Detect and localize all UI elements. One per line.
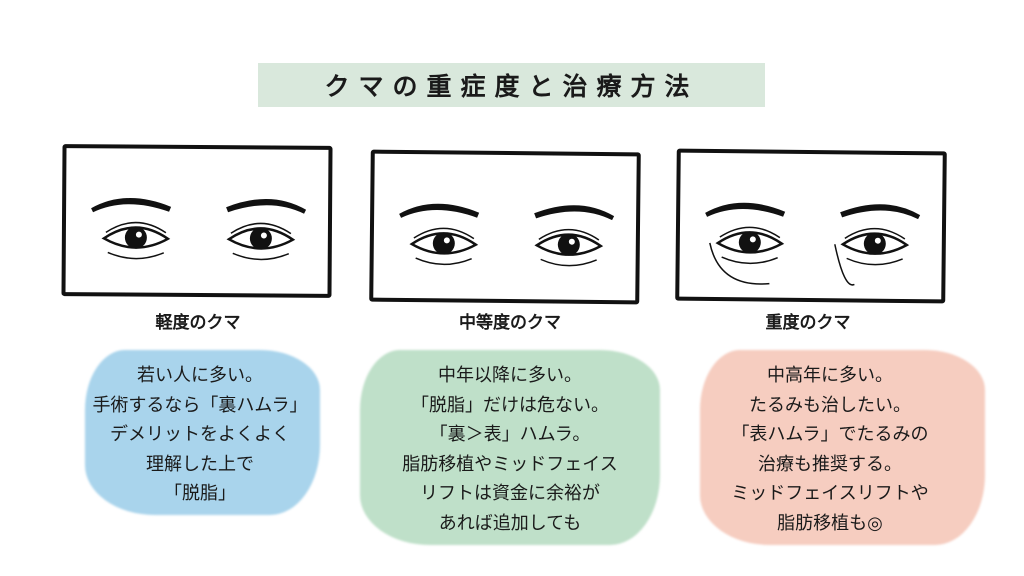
text-line: 「脱脂」 [164, 483, 236, 504]
mild-eyes-image [61, 144, 333, 298]
text-line: 「脱脂」だけは危ない。 [411, 394, 609, 416]
text-line: デメリットをよくよく [110, 424, 290, 445]
iris [249, 227, 272, 250]
iris [557, 233, 580, 256]
under-eye-line [415, 257, 472, 266]
text-line: あれば追加しても [438, 512, 582, 534]
text-line: 「表ハムラ」でたるみの [731, 424, 929, 445]
text-line: リフトは資金に余裕が [420, 483, 600, 504]
eyes-illustration [705, 202, 921, 286]
mild-description: 若い人に多い。 手術するなら「裏ハムラ」 デメリットをよくよく 理解した上で 「… [40, 361, 360, 509]
text-line: 中年以降に多い。 [438, 365, 582, 386]
moderate-label: 中等度のクマ [459, 313, 561, 333]
text-line: 治療も推奨する。 [758, 453, 902, 475]
iris [432, 232, 455, 255]
text-line: 手術するなら「裏ハムラ」 [92, 394, 308, 416]
text-line: たるみも治したい。 [749, 394, 911, 416]
eyebrow [534, 205, 615, 221]
text-line: 脂肪移植やミッドフェイス [402, 453, 618, 475]
text-line: 中高年に多い。 [767, 365, 893, 386]
eyebrow [226, 198, 307, 214]
eyebrow [91, 198, 172, 213]
text-line: 「裏＞表」ハムラ。 [429, 424, 591, 445]
severe-description: 中高年に多い。 たるみも治したい。 「表ハムラ」でたるみの 治療も推奨する。 ミ… [670, 361, 990, 538]
severe-label: 重度のクマ [765, 313, 851, 333]
eyebrow [705, 202, 786, 217]
under-eye-line [232, 252, 290, 261]
under-eye-line [107, 251, 165, 260]
eyes-illustration [399, 203, 615, 267]
text-line: 脂肪移植も◎ [777, 512, 883, 534]
moderate-eyes-image [369, 149, 641, 305]
mild-blob [85, 350, 320, 515]
under-eye-line [540, 258, 597, 267]
text-line: 若い人に多い。 [137, 365, 263, 386]
eyes-illustration [91, 198, 307, 261]
iris [124, 226, 147, 249]
iris [863, 232, 886, 255]
iris [738, 231, 761, 254]
text-line: ミッドフェイスリフトや [731, 483, 929, 504]
eyebrow [840, 204, 921, 220]
eyebrow [399, 203, 480, 218]
moderate-blob [360, 350, 660, 545]
mild-label: 軽度のクマ [155, 313, 241, 333]
moderate-description: 中年以降に多い。 「脱脂」だけは危ない。 「裏＞表」ハムラ。 脂肪移植やミッドフ… [350, 361, 670, 538]
text-line: 理解した上で [146, 453, 254, 475]
under-eye-line [846, 257, 903, 266]
severe-blob [700, 350, 985, 545]
page-title: クマの重症度と治療方法 [258, 63, 765, 107]
under-eye-line [721, 256, 778, 265]
severe-eyes-image [675, 148, 947, 304]
